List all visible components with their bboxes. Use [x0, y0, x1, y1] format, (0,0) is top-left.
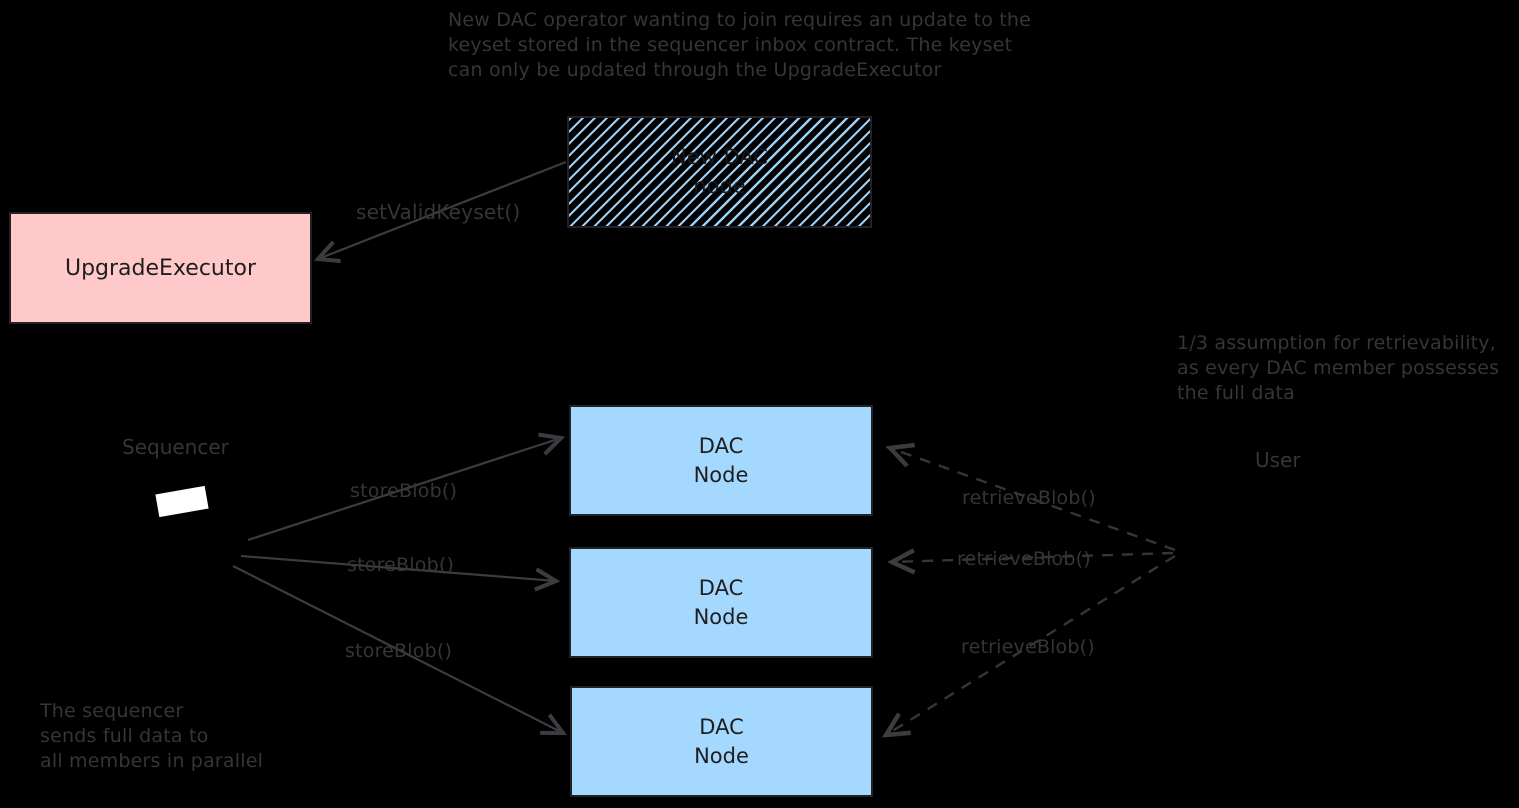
box-upgrade-executor: UpgradeExecutor [9, 212, 312, 324]
edge-label-retrieve-blob-1: retrieveBlob() [962, 487, 1096, 509]
edge-label-store-blob-3: storeBlob() [345, 640, 453, 662]
note-retrievability-assumption: 1/3 assumption for retrievability, as ev… [1177, 332, 1500, 404]
note-parallel-send: The sequencer sends full data to all mem… [40, 700, 264, 772]
edge-label-store-blob-1: storeBlob() [350, 480, 458, 502]
note-keyset-update: New DAC operator wanting to join require… [448, 9, 1032, 81]
edge-label-store-blob-2: storeBlob() [347, 554, 455, 576]
user-label: User [1255, 448, 1301, 472]
box-dac-node-2: DAC Node [569, 547, 873, 658]
upgrade-executor-label: UpgradeExecutor [64, 255, 256, 281]
box-dac-node-3: DAC Node [570, 686, 873, 797]
edge-label-retrieve-blob-2: retrieveBlob() [957, 548, 1091, 570]
box-dac-node-1: DAC Node [569, 405, 873, 516]
edge-label-set-valid-keyset: setValidKeyset() [356, 200, 521, 224]
dac-node-2-label: DAC Node [693, 575, 749, 629]
dac-node-1-label: DAC Node [693, 433, 749, 487]
new-dac-node-label: New DAC node [671, 145, 768, 198]
box-new-dac-node: New DAC node [567, 116, 872, 228]
sequencer-label: Sequencer [122, 435, 229, 459]
dac-node-3-label: DAC Node [694, 714, 749, 768]
edge-label-retrieve-blob-3: retrieveBlob() [961, 636, 1095, 658]
sequencer-marker-shape [155, 485, 209, 518]
